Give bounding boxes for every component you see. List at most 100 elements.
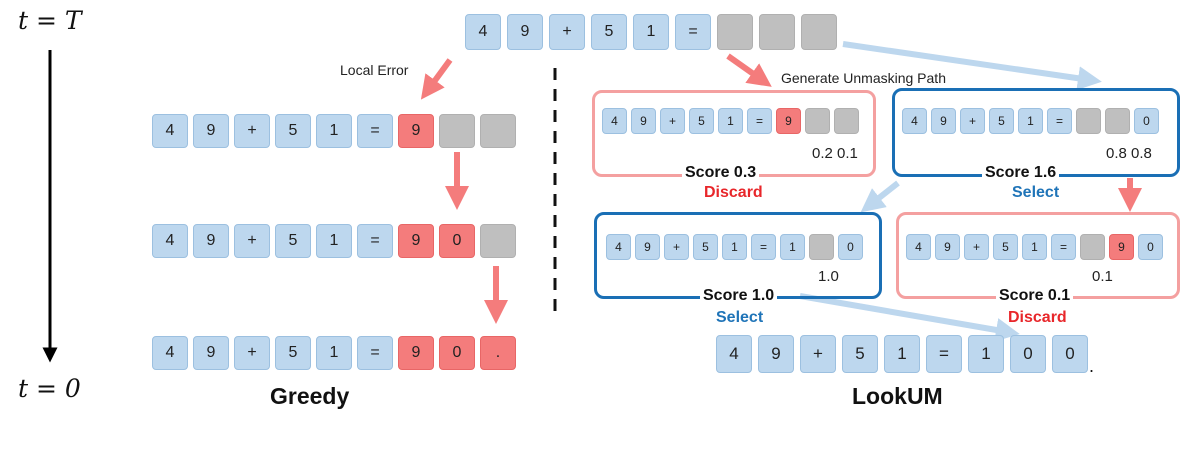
token: 9: [776, 108, 801, 134]
path-d-score: Score 0.1: [996, 287, 1074, 305]
time-label-top: t = T: [18, 6, 82, 35]
token: 9: [935, 234, 960, 260]
path-a-score: Score 0.3: [682, 164, 760, 182]
token: 0: [1134, 108, 1159, 134]
token: 0: [1052, 335, 1088, 373]
token: 1: [316, 224, 352, 258]
token: 4: [465, 14, 501, 50]
masked-token: [809, 234, 834, 260]
token: +: [800, 335, 836, 373]
generate-arrow-blue: [842, 41, 1102, 91]
path-c-verdict: Select: [716, 309, 764, 326]
token: 5: [689, 108, 714, 134]
path-b-score: Score 1.6: [982, 164, 1060, 182]
token: 4: [152, 224, 188, 258]
token: 1: [316, 114, 352, 148]
path-a-verdict: Discard: [704, 184, 763, 201]
token: 9: [398, 114, 434, 148]
token: =: [1051, 234, 1076, 260]
lookum-caption: LookUM: [852, 383, 943, 409]
token: 5: [989, 108, 1014, 134]
token: 1: [884, 335, 920, 373]
token: 9: [398, 224, 434, 258]
token: .: [480, 336, 516, 370]
token: 9: [398, 336, 434, 370]
token: 1: [968, 335, 1004, 373]
token: =: [751, 234, 776, 260]
token: =: [747, 108, 772, 134]
token: +: [234, 114, 270, 148]
masked-token: [439, 114, 475, 148]
token: 9: [193, 114, 229, 148]
token: 0: [439, 224, 475, 258]
token: 5: [275, 336, 311, 370]
path-a-probs: 0.2 0.1: [812, 145, 858, 162]
token: 1: [722, 234, 747, 260]
token: 5: [275, 114, 311, 148]
token: 5: [993, 234, 1018, 260]
token: 1: [780, 234, 805, 260]
token: 1: [718, 108, 743, 134]
token: =: [357, 114, 393, 148]
token: 9: [507, 14, 543, 50]
token: =: [1047, 108, 1072, 134]
token: 1: [633, 14, 669, 50]
token: 4: [152, 114, 188, 148]
token: +: [664, 234, 689, 260]
token: 4: [902, 108, 927, 134]
token: 5: [275, 224, 311, 258]
token: +: [549, 14, 585, 50]
masked-token: [805, 108, 830, 134]
token: 9: [631, 108, 656, 134]
token: 9: [758, 335, 794, 373]
token: 4: [602, 108, 627, 134]
path-c-score: Score 1.0: [700, 287, 778, 305]
path-d-probs: 0.1: [1092, 268, 1113, 285]
token: =: [926, 335, 962, 373]
local-error-label: Local Error: [340, 62, 409, 78]
token: 4: [906, 234, 931, 260]
token: 1: [1018, 108, 1043, 134]
token: =: [675, 14, 711, 50]
masked-token: [480, 114, 516, 148]
generate-arrow-red: [726, 53, 772, 87]
token: 9: [193, 336, 229, 370]
local-error-arrow: [420, 58, 453, 100]
token: 9: [635, 234, 660, 260]
token: +: [234, 224, 270, 258]
token: 0: [439, 336, 475, 370]
token: 4: [716, 335, 752, 373]
path-b-verdict: Select: [1012, 184, 1060, 201]
token: =: [357, 224, 393, 258]
masked-token: [1076, 108, 1101, 134]
masked-token: [1080, 234, 1105, 260]
token: 0: [1010, 335, 1046, 373]
generate-path-label: Generate Unmasking Path: [781, 70, 946, 86]
token: +: [234, 336, 270, 370]
masked-token: [717, 14, 753, 50]
token: 9: [1109, 234, 1134, 260]
time-label-bottom: t = 0: [18, 374, 81, 403]
masked-token: [759, 14, 795, 50]
path-c-probs: 1.0: [818, 268, 839, 285]
path-c-to-final-arrow: [799, 293, 1020, 342]
token: +: [660, 108, 685, 134]
masked-token: [1105, 108, 1130, 134]
token: +: [964, 234, 989, 260]
path-b-to-c-arrow: [860, 180, 900, 213]
masked-token: [834, 108, 859, 134]
token: 5: [591, 14, 627, 50]
greedy-caption: Greedy: [270, 383, 350, 409]
path-b-probs: 0.8 0.8: [1106, 145, 1152, 162]
token: 1: [1022, 234, 1047, 260]
token: 5: [842, 335, 878, 373]
